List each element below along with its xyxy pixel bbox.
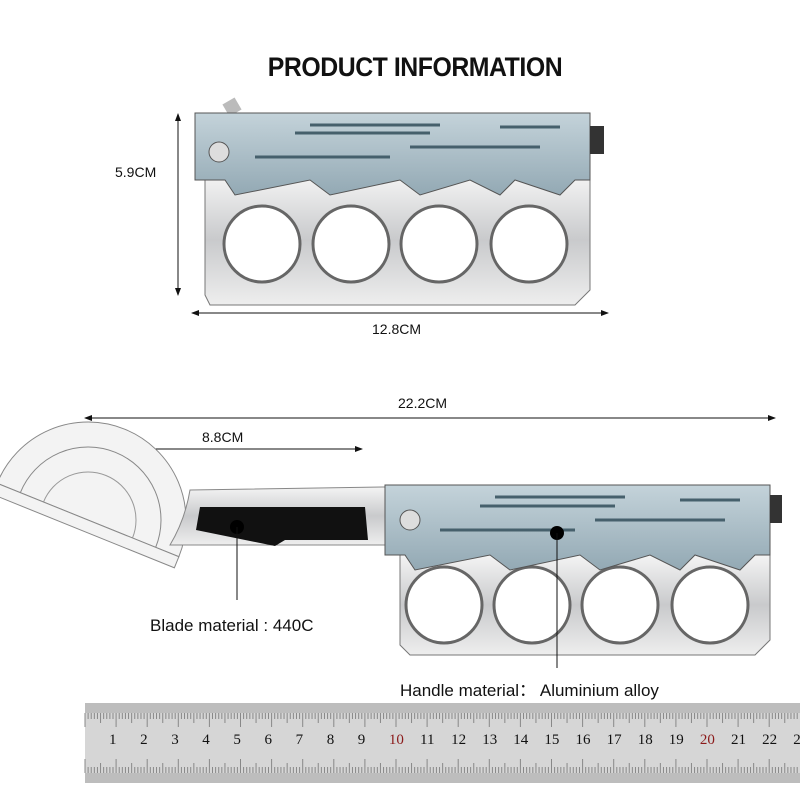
ruler-number: 7: [295, 732, 304, 748]
handle-material-key: Handle material：: [400, 681, 537, 700]
ruler-number: 12: [451, 732, 467, 748]
blade-length-label: 8.8CM: [202, 429, 244, 445]
ruler-number: 6: [264, 732, 273, 748]
ruler-number: 17: [606, 732, 622, 748]
handle-material-value: Aluminium alloy: [539, 681, 659, 700]
ruler-number: 13: [482, 732, 498, 748]
handle-length-label: 12.8CM: [372, 321, 422, 337]
ruler-number: 3: [171, 732, 179, 748]
blade-material-label: Blade material : 440C: [150, 616, 314, 635]
ruler-number: 10: [388, 732, 404, 748]
ruler-number: 18: [637, 732, 653, 748]
ruler-number: 20: [699, 732, 715, 748]
ruler-number: 2: [793, 732, 800, 748]
blade: [169, 486, 386, 546]
total-length-label: 22.2CM: [398, 395, 448, 411]
page-title: PRODUCT INFORMATION: [267, 52, 563, 82]
knife-open-handle: [384, 484, 782, 656]
ruler-number: 11: [420, 732, 435, 748]
ruler-number: 2: [140, 732, 148, 748]
ruler-number: 16: [575, 732, 591, 748]
ruler: [84, 703, 800, 783]
finger-rings: [222, 204, 569, 284]
ruler-number: 9: [357, 732, 366, 748]
ruler-number: 22: [762, 732, 778, 748]
height-label: 5.9CM: [115, 164, 157, 180]
knife-closed: [194, 97, 604, 306]
ruler-number: 21: [731, 732, 746, 748]
ruler-number: 15: [544, 732, 560, 748]
handle-material-label: Handle material： Aluminium alloy: [400, 676, 659, 701]
ruler-number: 8: [326, 732, 335, 748]
ruler-number: 4: [202, 732, 210, 748]
ruler-number: 19: [668, 732, 684, 748]
ruler-number: 14: [513, 732, 529, 748]
ruler-number: 1: [109, 732, 117, 748]
ruler-number: 5: [233, 732, 241, 748]
